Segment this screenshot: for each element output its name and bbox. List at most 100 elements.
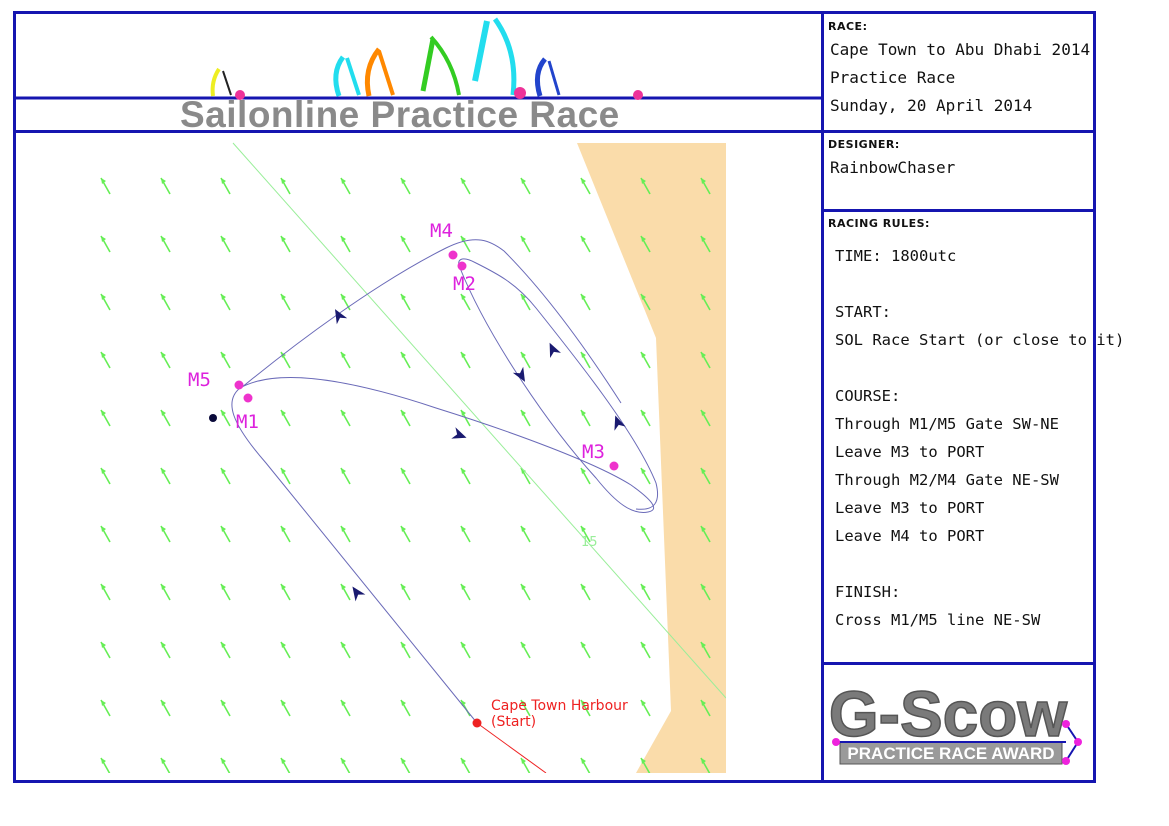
wind-arrow (160, 293, 171, 311)
wind-arrow (220, 699, 231, 717)
wind-arrow (460, 467, 471, 485)
mark-m4[interactable] (448, 250, 458, 260)
designer-label: DESIGNER: (828, 138, 900, 151)
wind-arrow (340, 177, 351, 195)
mark-label-m3: M3 (582, 441, 605, 463)
course-arrow (512, 366, 525, 382)
wind-arrow (460, 699, 471, 717)
wind-arrow (520, 525, 531, 543)
wind-arrow (340, 351, 351, 369)
wind-arrow (520, 409, 531, 427)
wind-arrow (280, 409, 291, 427)
rules-label: RACING RULES: (828, 217, 930, 230)
wind-arrow (280, 641, 291, 659)
mark-m1[interactable] (243, 393, 253, 403)
wind-arrow (340, 467, 351, 485)
gate-dot (209, 414, 217, 422)
designer-name: RainbowChaser (830, 158, 956, 177)
wind-arrow (400, 293, 411, 311)
wind-arrow (340, 757, 351, 773)
page-title: Sailonline Practice Race (180, 94, 620, 135)
wind-arrow (160, 699, 171, 717)
start-marker[interactable] (472, 718, 482, 728)
course-arrow (352, 586, 366, 602)
mark-m5[interactable] (234, 380, 244, 390)
wind-arrow (400, 235, 411, 253)
wind-arrow (640, 699, 651, 717)
race-map[interactable]: 15 M1 M2 M3 M4 M5 (16, 133, 821, 780)
wind-arrow (520, 293, 531, 311)
wind-arrow (520, 177, 531, 195)
wind-arrow (640, 409, 651, 427)
wind-arrow (340, 699, 351, 717)
wind-arrow (160, 409, 171, 427)
start-label-start: (Start) (491, 714, 536, 730)
wind-arrow (100, 351, 111, 369)
wind-arrow (580, 293, 591, 311)
award-subtitle: PRACTICE RACE AWARD (847, 744, 1054, 763)
wind-arrow (280, 235, 291, 253)
wind-arrow (400, 699, 411, 717)
wind-arrow (460, 641, 471, 659)
course-arrow (451, 427, 467, 439)
wind-arrow (100, 235, 111, 253)
wind-arrow (640, 293, 651, 311)
wind-arrow (640, 467, 651, 485)
rules-time: TIME: 1800utc (835, 247, 957, 265)
wind-arrow (220, 467, 231, 485)
wind-arrow (220, 235, 231, 253)
wind-arrow (280, 293, 291, 311)
wind-arrow (400, 467, 411, 485)
wind-arrow (700, 409, 711, 427)
wind-arrow (280, 699, 291, 717)
wind-arrow (100, 699, 111, 717)
rules-course-heading: COURSE: (835, 387, 901, 405)
wind-arrow (160, 467, 171, 485)
course-arrow (335, 309, 348, 325)
wind-arrow (400, 351, 411, 369)
wind-arrow (280, 351, 291, 369)
wind-arrow (220, 757, 231, 773)
wind-arrow (460, 235, 471, 253)
course-route (231, 239, 659, 724)
coastline-land (577, 143, 726, 773)
wind-arrow (700, 525, 711, 543)
start-label-harbour: Cape Town Harbour (491, 698, 628, 714)
race-type: Practice Race (830, 68, 956, 87)
race-date: Sunday, 20 April 2014 (830, 96, 1033, 115)
course-arrow (549, 342, 561, 358)
wind-arrow (100, 293, 111, 311)
wind-arrow (580, 351, 591, 369)
wind-arrow (700, 177, 711, 195)
wind-arrow (100, 583, 111, 601)
wind-arrow (100, 467, 111, 485)
wind-arrow (460, 293, 471, 311)
wind-arrow (700, 641, 711, 659)
wind-arrow (640, 235, 651, 253)
wind-arrow (280, 525, 291, 543)
wind-arrow (580, 641, 591, 659)
wind-arrow (220, 293, 231, 311)
mark-m2[interactable] (457, 261, 467, 271)
wind-arrow (580, 177, 591, 195)
mark-m3[interactable] (609, 461, 619, 471)
wind-arrow (220, 525, 231, 543)
isobar-line (232, 142, 726, 699)
wind-arrow (340, 525, 351, 543)
wind-arrow (340, 641, 351, 659)
wind-arrow (580, 757, 591, 773)
course-arrow (614, 415, 626, 431)
wind-arrow (640, 757, 651, 773)
mark-label-m1: M1 (236, 411, 259, 433)
course-marks (234, 250, 619, 471)
isobar-label: 15 (581, 535, 598, 550)
wind-arrow (580, 525, 591, 543)
wind-arrow (460, 583, 471, 601)
wind-arrow-grid (100, 177, 711, 773)
wind-arrow (700, 293, 711, 311)
wind-arrow (580, 467, 591, 485)
wind-arrow (400, 583, 411, 601)
wind-arrow (520, 351, 531, 369)
wind-arrow (520, 235, 531, 253)
wind-arrow (520, 699, 531, 717)
